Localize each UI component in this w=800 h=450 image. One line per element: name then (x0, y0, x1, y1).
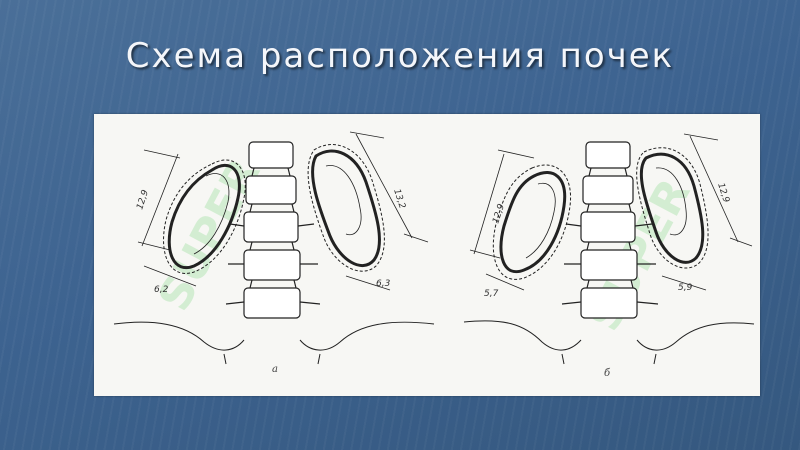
diagram-panel: SUPER SUPER 12,9 6,2 1 (94, 114, 760, 396)
spine-b (561, 141, 659, 319)
spine-a (225, 141, 321, 319)
figure-a (113, 131, 435, 365)
caption-b: б (604, 368, 611, 379)
right-kidney-length-a: 13,2 (391, 188, 407, 210)
right-kidney-width-a: 6,3 (376, 279, 391, 289)
left-kidney-length-a: 12,9 (135, 189, 151, 211)
kidney-diagram: SUPER SUPER 12,9 6,2 1 (113, 131, 755, 379)
right-kidney-length-b: 12,9 (715, 182, 731, 204)
right-kidney-b (639, 152, 705, 264)
figure-b (463, 133, 755, 365)
left-kidney-width-a: 6,2 (154, 285, 169, 295)
pelvis-line-b (463, 320, 755, 351)
left-kidney-width-b: 5,7 (484, 289, 499, 299)
right-kidney-width-b: 5,9 (678, 283, 693, 293)
right-kidney-a (311, 149, 381, 267)
caption-a: а (272, 364, 278, 375)
slide-title: Схема расположения почек (125, 36, 675, 76)
left-kidney-a (167, 163, 241, 270)
left-kidney-b (499, 171, 567, 274)
pelvis-line-a (113, 321, 435, 351)
